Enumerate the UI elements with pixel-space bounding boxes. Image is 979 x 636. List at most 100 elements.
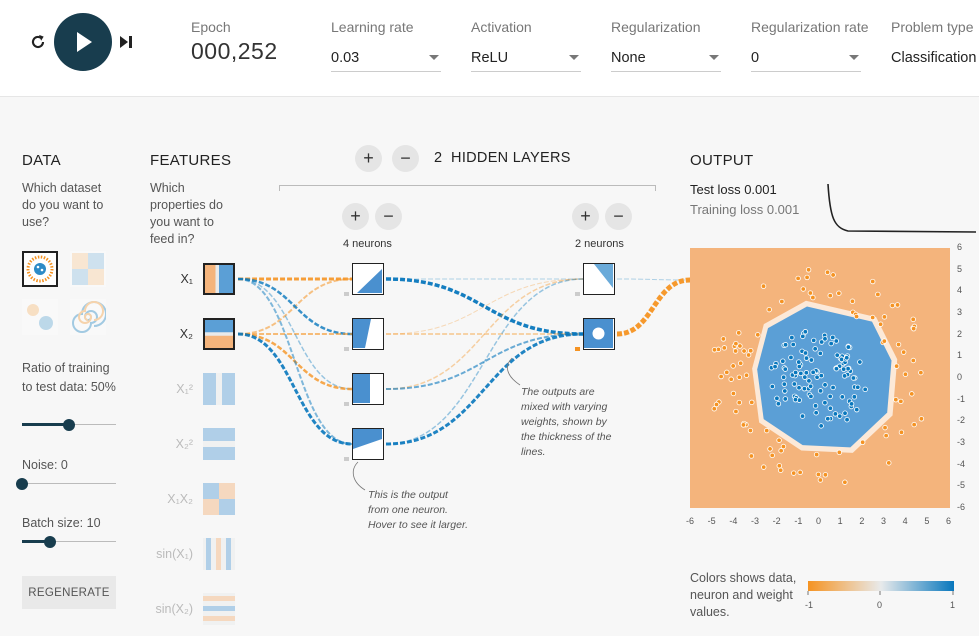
data-point-orange bbox=[736, 374, 743, 380]
batch-slider[interactable] bbox=[22, 535, 116, 549]
gaussian-dataset-icon bbox=[22, 299, 58, 335]
data-point-orange bbox=[755, 332, 761, 338]
neuron-heatmap bbox=[584, 319, 613, 348]
slider-handle[interactable] bbox=[16, 478, 28, 490]
dataset-circle[interactable] bbox=[22, 251, 58, 287]
x-tick-label: 6 bbox=[946, 516, 952, 526]
activation-label: Activation bbox=[471, 19, 532, 35]
data-point-orange bbox=[805, 267, 812, 273]
data-point-blue bbox=[828, 340, 834, 347]
data-point-orange bbox=[776, 437, 782, 443]
dataset-spiral[interactable] bbox=[70, 299, 107, 335]
weight-link bbox=[237, 278, 353, 445]
data-point-blue bbox=[769, 383, 776, 390]
remove-layer-button[interactable]: − bbox=[392, 145, 419, 172]
feature-toggle-3[interactable] bbox=[203, 428, 235, 460]
data-point-blue bbox=[818, 423, 824, 429]
layer1-add-neuron-button[interactable]: + bbox=[342, 203, 369, 230]
data-point-blue bbox=[832, 411, 839, 417]
data-point-orange bbox=[732, 348, 739, 354]
regularization-value: None bbox=[611, 50, 646, 66]
data-point-blue bbox=[818, 372, 825, 379]
problem-type-select[interactable]: Classification bbox=[891, 48, 979, 72]
data-point-orange bbox=[747, 427, 754, 434]
data-point-blue bbox=[817, 350, 824, 357]
play-button[interactable] bbox=[54, 13, 112, 71]
y-tick-label: -6 bbox=[957, 502, 966, 512]
neuron-2-2[interactable] bbox=[583, 318, 615, 350]
layer1-neuron-count: 4 neurons bbox=[343, 238, 392, 250]
feature-toggle-2[interactable] bbox=[203, 373, 235, 405]
add-layer-button[interactable]: + bbox=[355, 145, 382, 172]
step-forward-icon bbox=[120, 36, 132, 48]
data-point-blue bbox=[802, 374, 808, 380]
dataset-gaussian[interactable] bbox=[22, 299, 58, 335]
layer1-remove-neuron-button[interactable]: − bbox=[375, 203, 402, 230]
data-point-blue bbox=[822, 382, 828, 388]
feature-heatmap bbox=[203, 373, 235, 405]
hidden-layers-heading: 2 HIDDEN LAYERS bbox=[434, 150, 571, 166]
neuron-1-3[interactable] bbox=[352, 373, 384, 405]
data-point-orange bbox=[764, 427, 770, 434]
data-point-blue bbox=[810, 369, 816, 376]
data-point-orange bbox=[766, 306, 772, 313]
problem-type-value: Classification bbox=[891, 50, 977, 66]
feature-toggle-1[interactable] bbox=[203, 318, 235, 350]
neuron-1-1[interactable] bbox=[352, 263, 384, 295]
data-point-orange bbox=[911, 421, 917, 428]
feature-toggle-4[interactable] bbox=[203, 483, 235, 515]
x-tick-label: -1 bbox=[794, 516, 803, 526]
output-heatmap[interactable] bbox=[690, 248, 950, 508]
data-point-orange bbox=[741, 348, 747, 354]
neuron-1-2[interactable] bbox=[352, 318, 384, 350]
data-point-blue bbox=[840, 366, 847, 372]
weights-annotation: The outputs are mixed with varying weigh… bbox=[521, 386, 612, 458]
neuron-1-4[interactable] bbox=[352, 428, 384, 460]
regenerate-button[interactable]: REGENERATE bbox=[22, 576, 116, 609]
data-point-orange bbox=[737, 360, 744, 366]
regularization-rate-select[interactable]: 0 bbox=[751, 48, 861, 72]
data-point-blue bbox=[792, 396, 799, 403]
y-tick-label: 1 bbox=[957, 350, 963, 361]
dataset-xor[interactable] bbox=[70, 251, 106, 287]
data-point-orange bbox=[736, 399, 742, 406]
batch-label-block: Batch size: 10 bbox=[22, 515, 101, 532]
reset-button[interactable] bbox=[26, 30, 50, 54]
neuron-2-1[interactable] bbox=[583, 263, 615, 295]
weight-link bbox=[385, 278, 584, 390]
weight-link bbox=[237, 278, 353, 335]
data-point-orange bbox=[800, 286, 806, 292]
x-tick-label: 5 bbox=[924, 516, 930, 526]
weight-link bbox=[385, 333, 584, 390]
ratio-slider[interactable] bbox=[22, 418, 116, 432]
legend-tick-max: 1 bbox=[950, 600, 956, 610]
feature-toggle-0[interactable] bbox=[203, 263, 235, 295]
feature-label: X₂ bbox=[179, 327, 193, 341]
regularization-select[interactable]: None bbox=[611, 48, 721, 72]
x-tick-label: -5 bbox=[707, 516, 716, 526]
spiral-dataset-icon bbox=[70, 299, 107, 335]
layer2-add-neuron-button[interactable]: + bbox=[572, 203, 599, 230]
data-point-blue bbox=[844, 355, 850, 361]
data-point-orange bbox=[909, 391, 915, 397]
feature-toggle-5[interactable] bbox=[203, 538, 235, 570]
feature-toggle-6[interactable] bbox=[203, 593, 235, 625]
reset-icon bbox=[31, 34, 45, 49]
data-point-orange bbox=[881, 314, 888, 320]
data-point-blue bbox=[825, 416, 831, 422]
slider-handle[interactable] bbox=[63, 419, 75, 431]
neuron-heatmap bbox=[353, 319, 382, 348]
slider-handle[interactable] bbox=[44, 536, 57, 548]
play-icon bbox=[77, 32, 92, 52]
data-point-blue bbox=[800, 333, 806, 340]
data-point-blue bbox=[854, 406, 860, 413]
noise-slider[interactable] bbox=[16, 477, 116, 491]
data-point-orange bbox=[740, 422, 747, 428]
step-button[interactable] bbox=[116, 30, 136, 54]
layer2-remove-neuron-button[interactable]: − bbox=[605, 203, 632, 230]
activation-select[interactable]: ReLU bbox=[471, 48, 581, 72]
layer2-neuron-count: 2 neurons bbox=[575, 238, 624, 250]
feature-label: sin(X₁) bbox=[156, 547, 193, 561]
learning-rate-select[interactable]: 0.03 bbox=[331, 48, 441, 72]
data-point-blue bbox=[813, 410, 819, 416]
